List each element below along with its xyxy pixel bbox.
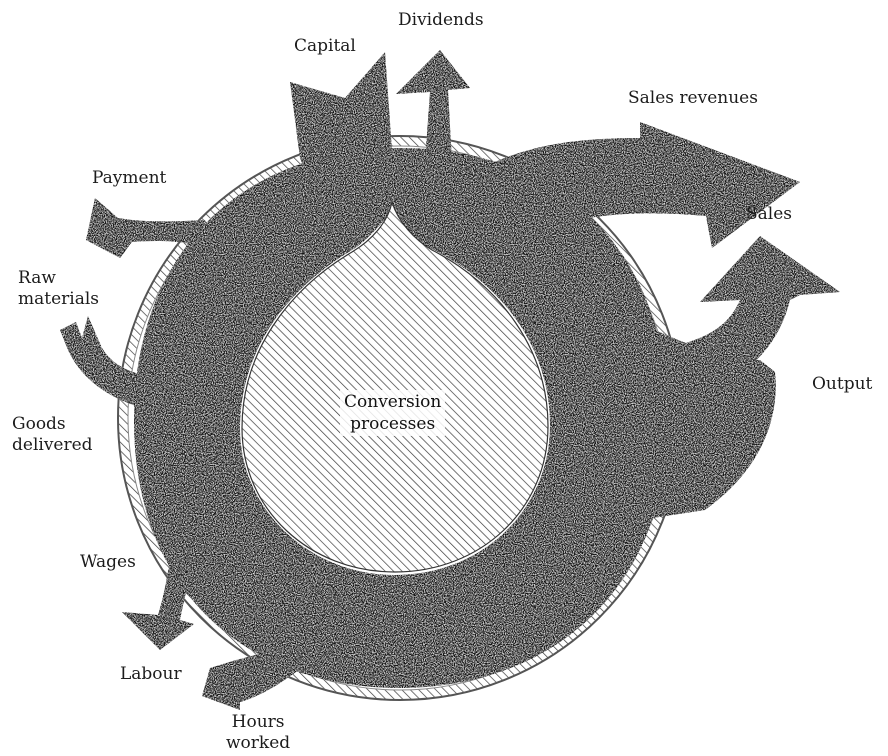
output-label: Output bbox=[812, 374, 872, 395]
payment-label: Payment bbox=[92, 168, 166, 189]
wages-label: Wages bbox=[80, 552, 136, 573]
sales-revenues-label: Sales revenues bbox=[628, 88, 758, 109]
hours-worked-label: Hours worked bbox=[226, 712, 290, 754]
goods-delivered-label: Goods delivered bbox=[12, 414, 93, 456]
raw-materials-line-1: Raw bbox=[18, 268, 99, 289]
sales-label: Sales bbox=[746, 204, 792, 225]
goods-delivered-line-2: delivered bbox=[12, 435, 93, 456]
goods-delivered-line-1: Goods bbox=[12, 414, 93, 435]
labour-label: Labour bbox=[120, 664, 182, 685]
raw-materials-line-2: materials bbox=[18, 289, 99, 310]
hours-worked-line-2: worked bbox=[226, 733, 290, 754]
center-line-1: Conversion bbox=[344, 391, 441, 413]
dividends-label: Dividends bbox=[398, 10, 484, 31]
capital-label: Capital bbox=[294, 36, 356, 57]
conversion-processes-label: Conversion processes bbox=[340, 390, 445, 436]
center-line-2: processes bbox=[344, 413, 441, 435]
raw-materials-label: Raw materials bbox=[18, 268, 99, 310]
hours-worked-line-1: Hours bbox=[226, 712, 290, 733]
